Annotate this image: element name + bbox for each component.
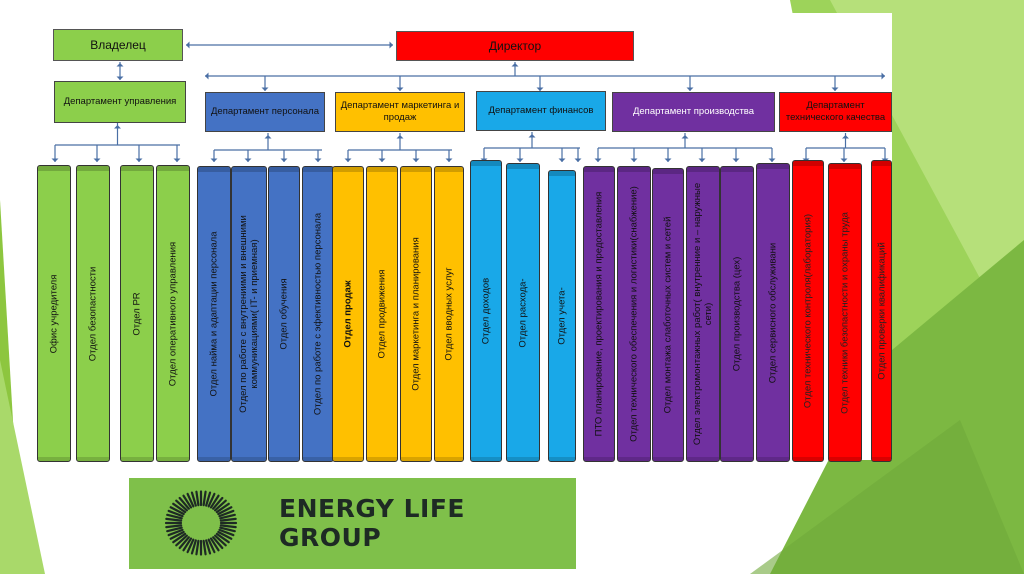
unit-11: Отдел маркетинга и планирования <box>400 166 432 462</box>
unit-label: Отдел продвижения <box>376 269 388 359</box>
department-label: Департамент технического качества <box>785 100 886 123</box>
unit-21: Отдел сервисного обслуживани <box>756 163 790 462</box>
unit-15: Отдел учета- <box>548 170 576 462</box>
unit-label: Отдел безопастности <box>87 266 99 361</box>
unit-22: Отдел технического контроля(лаборатория) <box>792 160 824 462</box>
unit-18: Отдел монтажа слаботочных систем и сетей <box>652 168 684 462</box>
unit-17: Отдел технического обеспечения и логисти… <box>617 166 651 462</box>
department-label: Департамент производства <box>632 106 755 117</box>
department-personnel: Департамент персонала <box>205 92 325 132</box>
department-label: Департамент финансов <box>488 105 594 116</box>
director-box: Директор <box>396 31 634 61</box>
unit-label: Офис учредителя <box>48 274 60 353</box>
unit-label: Отдел учета- <box>556 287 568 345</box>
unit-label: Отдел вводных услуг <box>443 267 455 361</box>
department-marketing: Департамент маркетинга и продаж <box>335 92 465 132</box>
unit-10: Отдел продвижения <box>366 166 398 462</box>
department-label: Департамент персонала <box>210 106 319 117</box>
unit-1: Офис учредителя <box>37 165 71 462</box>
owner-label: Владелец <box>90 38 146 52</box>
unit-3: Отдел PR <box>120 165 154 462</box>
unit-14: Отдел расхода- <box>506 163 540 462</box>
unit-label: Отдел расхода- <box>517 277 529 348</box>
unit-label: Отдел монтажа слаботочных систем и сетей <box>662 216 674 414</box>
unit-16: ПТО планирование, проектирования и предо… <box>583 166 615 462</box>
unit-13: Отдел доходов <box>470 160 502 462</box>
unit-label: Отдел доходов <box>480 277 492 345</box>
unit-23: Отдел техники безопастности и охраны тру… <box>828 163 862 462</box>
unit-label: Отдел производства (цех) <box>731 256 743 372</box>
department-management: Департамент управления <box>54 81 186 123</box>
unit-4: Отдел оперативного управления <box>156 165 190 462</box>
unit-label: Отдел оперативного управления <box>167 241 179 386</box>
unit-label: Отдел электромонтажных работ( внутренние… <box>692 182 714 446</box>
unit-label: Отдел найма и адаптации персонала <box>208 231 220 397</box>
logo-line-2: GROUP <box>279 523 382 552</box>
logo-line-1: ENERGY LIFE <box>279 494 465 523</box>
logo-wordmark: ENERGY LIFE GROUP <box>279 494 465 552</box>
unit-2: Отдел безопастности <box>76 165 110 462</box>
unit-label: Отдел по работе с внутрениими и внешними… <box>238 215 260 413</box>
unit-8: Отдел по работе с эфективностью персонал… <box>302 166 334 462</box>
unit-6: Отдел по работе с внутрениими и внешними… <box>231 166 267 462</box>
department-label: Департамент управления <box>63 96 177 107</box>
unit-label: Отдел обучения <box>278 278 290 350</box>
unit-7: Отдел обучения <box>268 166 300 462</box>
department-technical-quality: Департамент технического качества <box>779 92 892 132</box>
unit-label: Отдел сервисного обслуживани <box>767 242 779 383</box>
company-logo-banner: ENERGY LIFE GROUP <box>129 478 576 569</box>
unit-label: ПТО планирование, проектирования и предо… <box>593 191 605 437</box>
unit-19: Отдел электромонтажных работ( внутренние… <box>686 166 720 462</box>
unit-12: Отдел вводных услуг <box>434 166 464 462</box>
department-production: Департамент производства <box>612 92 775 132</box>
sunburst-logo-icon <box>164 490 238 556</box>
unit-label: Отдел PR <box>131 291 143 336</box>
department-label: Департамент маркетинга и продаж <box>340 100 460 123</box>
unit-20: Отдел производства (цех) <box>720 166 754 462</box>
unit-label: Отдел по работе с эфективностью персонал… <box>312 212 324 416</box>
unit-9: Отдел продаж <box>332 166 364 462</box>
unit-label: Отдел технического контроля(лаборатория) <box>802 213 814 409</box>
owner-box: Владелец <box>53 29 183 61</box>
unit-label: Отдел проверки квалификаций <box>876 242 887 380</box>
unit-label: Отдел маркетинга и планирования <box>410 237 422 391</box>
unit-label: Отдел техники безопастности и охраны тру… <box>839 211 851 414</box>
unit-label: Отдел продаж <box>342 280 354 348</box>
department-finance: Департамент финансов <box>476 91 606 131</box>
unit-label: Отдел технического обеспечения и логисти… <box>628 186 640 442</box>
director-label: Директор <box>488 39 542 53</box>
unit-24: Отдел проверки квалификаций <box>871 160 892 462</box>
unit-5: Отдел найма и адаптации персонала <box>197 166 231 462</box>
